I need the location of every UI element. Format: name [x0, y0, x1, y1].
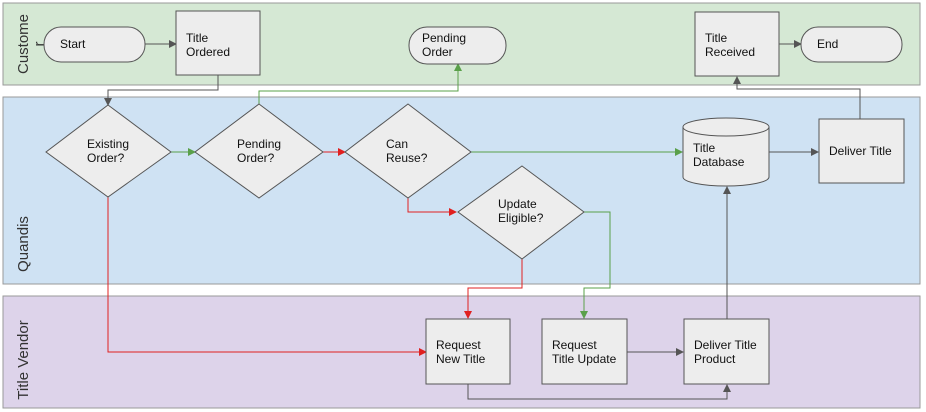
edge-can-reuse-to-update-eligible-no	[407, 198, 457, 216]
request-title-update-line2: Title Update	[552, 352, 617, 366]
edge-deliver-title-to-title-received	[733, 76, 861, 119]
end-label: End	[817, 37, 838, 51]
can-reuse-line2: Reuse?	[386, 151, 428, 165]
lane-customer-label: Custome	[15, 14, 32, 74]
deliver-title-product-line2: Product	[694, 352, 736, 366]
title-received-line2: Received	[705, 45, 755, 59]
request-title-update-box	[541, 318, 628, 385]
title-ordered-line1: Title	[186, 31, 209, 45]
deliver-title-product-box	[683, 318, 770, 385]
edge-update-eligible-to-request-new-no	[464, 259, 523, 319]
can-reuse-line1: Can	[386, 137, 408, 151]
edge-request-new-to-deliver-product	[467, 384, 731, 400]
edge-title-ordered-to-existing-order	[104, 75, 219, 106]
start-terminator	[43, 26, 146, 63]
title-received-line1: Title	[705, 31, 728, 45]
title-ordered-line2: Ordered	[186, 45, 230, 59]
update-eligible-decision	[457, 165, 585, 260]
pending-order-terminator	[408, 26, 507, 65]
edge-update-eligible-to-request-update-yes	[580, 211, 611, 319]
title-ordered-box	[175, 10, 261, 76]
request-new-title-line2: New Title	[436, 352, 486, 366]
existing-order-line1: Existing	[87, 137, 129, 151]
deliver-title-product-line1: Deliver Title	[694, 338, 757, 352]
lane-quandis-label: Quandis	[15, 216, 32, 272]
can-reuse-decision	[344, 103, 472, 199]
pending-order-line2: Order	[422, 45, 453, 59]
deliver-title-box	[818, 118, 905, 184]
end-terminator	[800, 26, 903, 63]
deliver-title-label: Deliver Title	[829, 144, 892, 158]
lane-customer-label-wrap: r	[31, 42, 48, 47]
start-label: Start	[60, 37, 86, 51]
request-new-title-line1: Request	[436, 338, 481, 352]
title-database-line1: Title	[693, 141, 716, 155]
pending-order-q-line1: Pending	[237, 137, 281, 151]
edges	[104, 40, 861, 400]
title-database-line2: Database	[693, 155, 745, 169]
existing-order-decision	[45, 104, 172, 198]
existing-order-line2: Order?	[87, 151, 125, 165]
pending-order-line1: Pending	[422, 31, 466, 45]
edge-pending-to-pending-order-yes	[258, 63, 462, 104]
title-database-cylinder	[682, 117, 770, 187]
lane-vendor-label: Title Vendor	[15, 320, 32, 400]
pending-order-decision	[194, 103, 324, 199]
edge-existing-to-request-new-no	[107, 197, 427, 356]
lane-quandis	[2, 96, 921, 285]
update-eligible-line1: Update	[498, 197, 537, 211]
update-eligible-line2: Eligible?	[498, 211, 544, 225]
title-received-box	[694, 11, 780, 77]
pending-order-q-line2: Order?	[237, 151, 275, 165]
request-title-update-line1: Request	[552, 338, 597, 352]
request-new-title-box	[425, 318, 511, 385]
